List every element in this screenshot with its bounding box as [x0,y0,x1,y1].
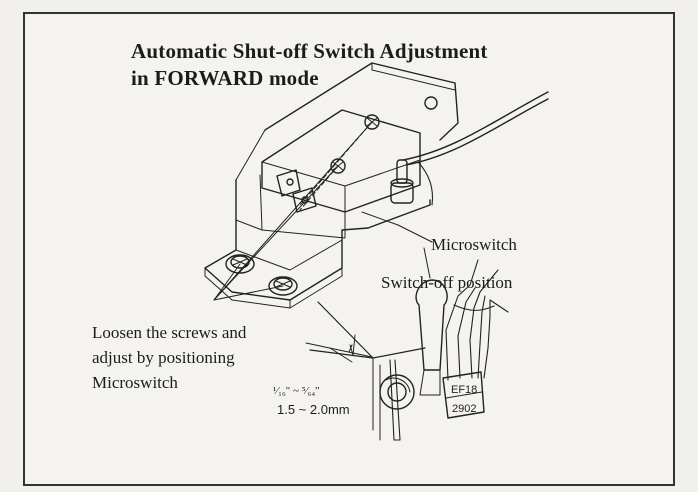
actuator-plunger [390,159,414,204]
switch-lever [415,279,448,371]
body-screw-top [364,114,380,130]
tag-line-2: 2902 [452,403,476,415]
tag-line-1: EF18 [451,384,477,396]
instruction-line-3: Microswitch [92,373,178,392]
switch-off-detail: EF18 2902 [305,247,509,441]
cable [402,91,549,206]
component-tag: EF18 2902 [442,371,485,419]
title-line-1: Automatic Shut-off Switch Adjustment [131,39,488,63]
switch-off-position-label: Switch-off position [381,273,513,292]
switch-off-leader [423,247,431,279]
diagram-frame [23,12,675,486]
mounting-screw-right [268,276,298,296]
gap-arrows [348,334,356,356]
diagram-title: Automatic Shut-off Switch Adjustment in … [131,38,488,92]
instruction-line-2: adjust by positioning [92,348,235,367]
screw-leader-lines [299,121,373,211]
wire-bundle [445,259,509,381]
gap-millimeters: 1.5 ~ 2.0mm [277,402,350,417]
microswitch-leader [361,211,433,243]
microswitch-body [235,109,421,239]
gap-inches: ¹⁄₁₆″ ~ ⁵⁄₆₄″ [273,385,320,397]
terminal-2 [292,187,317,213]
terminal-1 [276,169,301,197]
bracket-hole [424,96,438,110]
instruction-leader-lines [213,121,373,301]
body-screw-middle [330,158,346,174]
title-line-2: in FORWARD mode [131,66,319,90]
instruction-text: Loosen the screws and adjust by position… [92,320,246,395]
microswitch-label: Microswitch [431,235,517,254]
pulley [379,374,415,410]
instruction-line-1: Loosen the screws and [92,323,247,342]
